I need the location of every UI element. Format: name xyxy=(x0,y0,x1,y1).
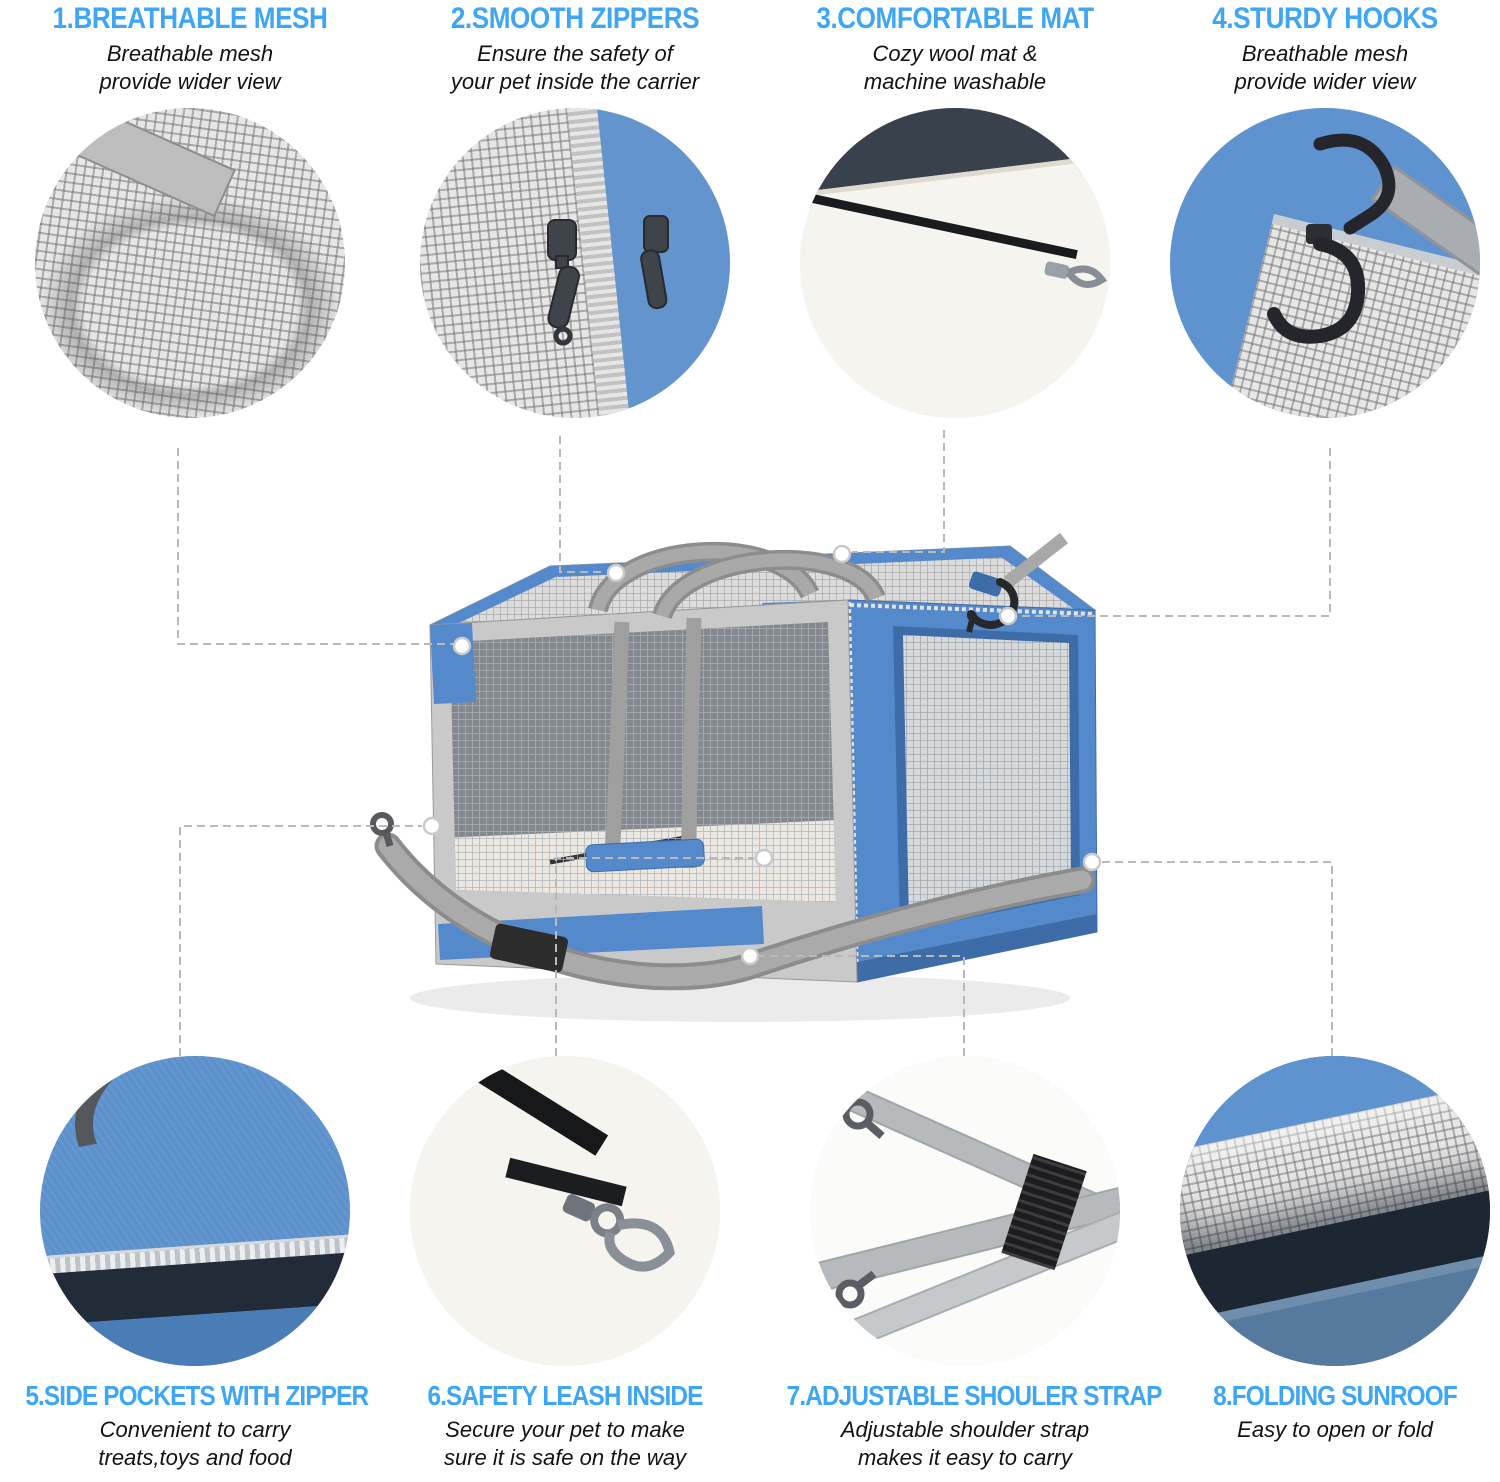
feature-description: Breathable mesh provide wider view xyxy=(99,41,281,95)
feature-description: Adjustable shoulder strap makes it easy … xyxy=(840,1417,1090,1471)
feature-title: 1.BREATHABLE MESH xyxy=(52,2,328,35)
metal-hook-illustration xyxy=(1267,134,1396,345)
feature-title: 8.FOLDING SUNROOF xyxy=(1213,1380,1458,1411)
feature-title: 3.COMFORTABLE MAT xyxy=(816,2,1094,35)
strap-hooks-illustration xyxy=(835,1098,885,1309)
feature-title: 6.SAFETY LEASH INSIDE xyxy=(427,1380,703,1411)
feature-smooth-zippers: 2.SMOOTH ZIPPERS Ensure the safety of yo… xyxy=(390,0,760,419)
top-feature-row: 1.BREATHABLE MESH Breathable mesh provid… xyxy=(0,0,1500,452)
feature-title: 7.ADJUSTABLE SHOULER STRAP xyxy=(786,1380,1163,1411)
leash-hook-illustration xyxy=(562,1194,675,1272)
carrier-drawing xyxy=(370,532,1098,1022)
feature-description: Secure your pet to make sure it is safe … xyxy=(443,1417,687,1471)
feature-sturdy-hooks: 4.STURDY HOOKS Breathable mesh provide w… xyxy=(1150,0,1500,419)
photo-shoulder-strap xyxy=(810,1056,1120,1366)
feature-safety-leash: 6.SAFETY LEASH INSIDE Secure your pet to… xyxy=(390,1056,740,1472)
photo-breathable-mesh xyxy=(35,108,345,419)
feature-description: Ensure the safety of your pet inside the… xyxy=(450,41,700,95)
photo-smooth-zippers xyxy=(420,108,730,419)
feature-description: Easy to open or fold xyxy=(1237,1417,1433,1442)
leash-clip-illustration xyxy=(1044,261,1107,289)
feature-folding-sunroof: 8.FOLDING SUNROOF Easy to open or fold xyxy=(1170,1056,1500,1444)
feature-shoulder-strap: 7.ADJUSTABLE SHOULER STRAP Adjustable sh… xyxy=(760,1056,1170,1472)
feature-description: Breathable mesh provide wider view xyxy=(1234,41,1416,95)
photo-folding-sunroof xyxy=(1180,1056,1490,1366)
feature-breathable-mesh: 1.BREATHABLE MESH Breathable mesh provid… xyxy=(10,0,370,419)
feature-description: Convenient to carry treats,toys and food xyxy=(98,1417,292,1471)
zipper-pulls-illustration xyxy=(547,215,669,346)
photo-safety-leash xyxy=(410,1056,720,1366)
photo-sturdy-hooks xyxy=(1170,108,1480,419)
pet-carrier-illustration xyxy=(360,530,1120,1030)
bottom-feature-row: 5.SIDE POCKETS WITH ZIPPER Convenient to… xyxy=(0,1056,1500,1482)
callout-line-8 xyxy=(1102,861,1333,1056)
feature-title: 5.SIDE POCKETS WITH ZIPPER xyxy=(25,1380,369,1411)
photo-comfortable-mat xyxy=(800,108,1110,419)
photo-side-pocket xyxy=(40,1056,350,1366)
feature-comfortable-mat: 3.COMFORTABLE MAT Cozy wool mat & machin… xyxy=(770,0,1140,419)
feature-description: Cozy wool mat & machine washable xyxy=(863,41,1047,95)
feature-title: 2.SMOOTH ZIPPERS xyxy=(450,2,700,35)
feature-title: 4.STURDY HOOKS xyxy=(1212,2,1438,35)
feature-side-pockets: 5.SIDE POCKETS WITH ZIPPER Convenient to… xyxy=(0,1056,390,1472)
